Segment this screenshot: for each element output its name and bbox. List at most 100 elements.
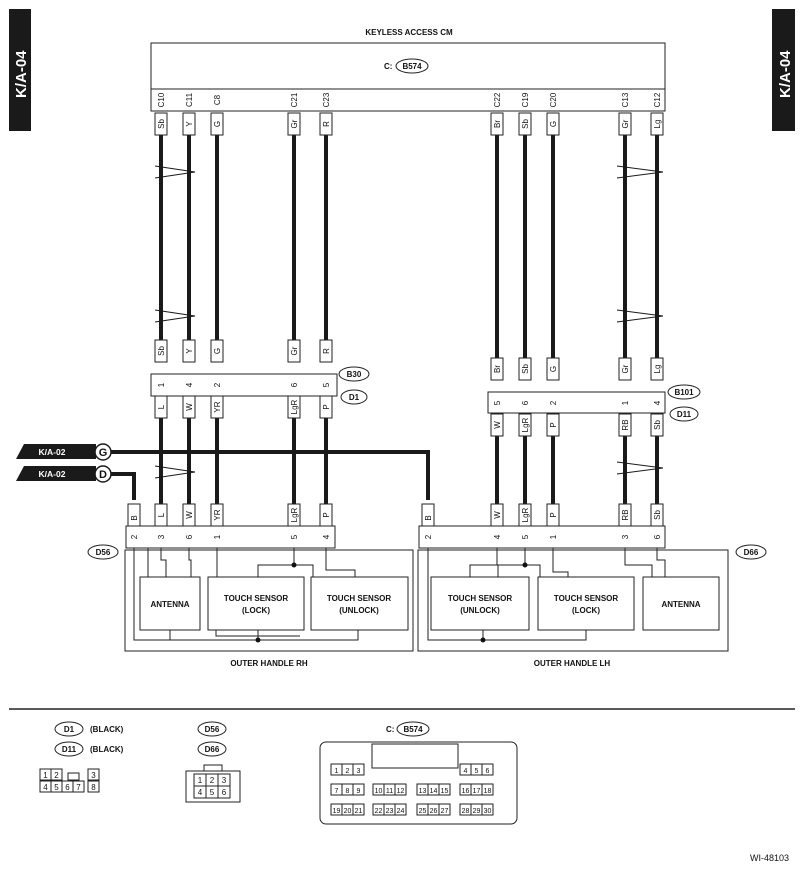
big-pin-13: 13 <box>419 788 427 795</box>
handle-rh-label: OUTER HANDLE RH <box>230 659 308 668</box>
big-pin-18: 18 <box>484 788 492 795</box>
twisted-pair-markers <box>154 165 664 479</box>
joint-b101: B101 <box>667 384 701 400</box>
big-pin-box-21 <box>352 803 365 816</box>
big-conn-latch <box>371 743 459 769</box>
big-pin-box-27 <box>438 803 451 816</box>
left-upper-color-C8-box <box>210 339 224 363</box>
small-pin-box-8 <box>87 780 100 793</box>
module-conn-id: B574 <box>402 62 422 71</box>
left-conn-pin-C11: 6 <box>185 534 194 539</box>
right-upper-color-C20: G <box>549 366 558 372</box>
d56-pin-strip <box>125 525 336 549</box>
right-low-color-C20: P <box>549 512 558 517</box>
small-pin-5: 5 <box>54 783 59 792</box>
big-pin-16: 16 <box>462 788 470 795</box>
left-conn-pin-C10: 3 <box>157 534 166 539</box>
right-mid-color-C13: RB <box>621 419 630 430</box>
right-pin-C19: C19 <box>521 92 530 107</box>
left-top-color-C23: R <box>322 121 331 127</box>
wire-layer: C10SbSb1LL3C11YY4WW6C8GG2YRYR1C21GrGr6Lg… <box>154 92 664 539</box>
svg-text:B101: B101 <box>674 388 694 397</box>
right-top-color-C12: Lg <box>653 120 662 129</box>
right-mid-color-C12-box <box>650 413 664 437</box>
right-upper-color-C12: Lg <box>653 365 662 374</box>
big-pin-15: 15 <box>441 788 449 795</box>
big-pin-29: 29 <box>473 808 481 815</box>
d66-ground-pin: 2 <box>424 534 433 539</box>
left-upper-color-C21: Gr <box>290 346 299 355</box>
big-pin-9: 9 <box>357 788 361 795</box>
left-upper-color-C21-box <box>287 339 301 363</box>
rh-junction-top <box>291 562 297 568</box>
left-conn-pin-C8: 1 <box>213 534 222 539</box>
left-splice-pin-C10: 1 <box>157 382 166 387</box>
svg-text:(UNLOCK): (UNLOCK) <box>339 606 379 615</box>
conn-d66: D66 <box>735 544 767 560</box>
right-splice-pin-C22: 5 <box>493 400 502 405</box>
left-top-color-C11-box <box>182 112 196 136</box>
small-pin-2: 2 <box>54 771 59 780</box>
ground-labels: B B <box>127 503 435 527</box>
svg-text:D1: D1 <box>349 393 360 402</box>
svg-text:(BLACK): (BLACK) <box>90 745 124 754</box>
left-pin-C11: C11 <box>185 92 194 107</box>
left-upper-color-C23: R <box>322 348 331 354</box>
svg-text:K/A-02: K/A-02 <box>39 447 66 457</box>
big-pin-1: 1 <box>335 768 339 775</box>
rh-touch-unlock: TOUCH SENSOR (UNLOCK) <box>310 576 409 631</box>
big-pin-10: 10 <box>375 788 383 795</box>
lh-junction-bottom <box>480 637 486 643</box>
legend-d11: D11 (BLACK) <box>54 741 124 757</box>
mid-conn-latch <box>203 764 223 772</box>
right-upper-color-C12-box <box>650 357 664 381</box>
module-title: KEYLESS ACCESS CM <box>365 28 453 37</box>
big-pin-28: 28 <box>462 808 470 815</box>
svg-text:G: G <box>99 447 108 459</box>
rh-internal <box>133 548 359 641</box>
left-low-color-C23: P <box>322 512 331 517</box>
big-pin-27: 27 <box>441 808 449 815</box>
big-pin-8: 8 <box>346 788 350 795</box>
svg-text:(LOCK): (LOCK) <box>572 606 600 615</box>
big-pin-19: 19 <box>333 808 341 815</box>
lh-internal <box>427 548 666 641</box>
right-top-color-C12-box <box>650 112 664 136</box>
joint-b30: B30 <box>338 366 370 382</box>
big-pin-7: 7 <box>335 788 339 795</box>
right-tab-label: K/A-04 <box>777 50 794 98</box>
big-pin-box-18 <box>481 783 494 796</box>
right-top-color-C19: Sb <box>521 119 530 129</box>
svg-text:B574: B574 <box>403 725 423 734</box>
left-splice-pin-C21: 6 <box>290 382 299 387</box>
left-tab-label: K/A-04 <box>13 50 30 98</box>
right-top-color-C22-box <box>490 112 504 136</box>
legend-b574: C: B574 <box>386 721 430 737</box>
right-low-color-C22: W <box>493 511 502 519</box>
left-upper-color-C10-box <box>154 339 168 363</box>
small-pin-8: 8 <box>91 783 96 792</box>
right-upper-color-C19: Sb <box>521 364 530 374</box>
mid-pin-6: 6 <box>222 788 227 797</box>
right-splice-pin-C19: 6 <box>521 400 530 405</box>
svg-text:TOUCH SENSOR: TOUCH SENSOR <box>448 594 513 603</box>
module-pin-strip <box>150 88 666 112</box>
right-upper-color-C13-box <box>618 357 632 381</box>
big-pin-24: 24 <box>397 808 405 815</box>
lh-touch-lock: TOUCH SENSOR (LOCK) <box>537 576 635 631</box>
small-pin-4: 4 <box>43 783 48 792</box>
svg-text:B: B <box>130 515 139 520</box>
small-pin-7: 7 <box>76 783 81 792</box>
right-pin-C22: C22 <box>493 92 502 107</box>
svg-text:(LOCK): (LOCK) <box>242 606 270 615</box>
twist-mark-0 <box>154 165 196 179</box>
big-pin-box-30 <box>481 803 494 816</box>
left-splice-pin-C8: 2 <box>213 382 222 387</box>
left-low-color-C21: LgR <box>290 507 299 522</box>
big-pin-26: 26 <box>430 808 438 815</box>
